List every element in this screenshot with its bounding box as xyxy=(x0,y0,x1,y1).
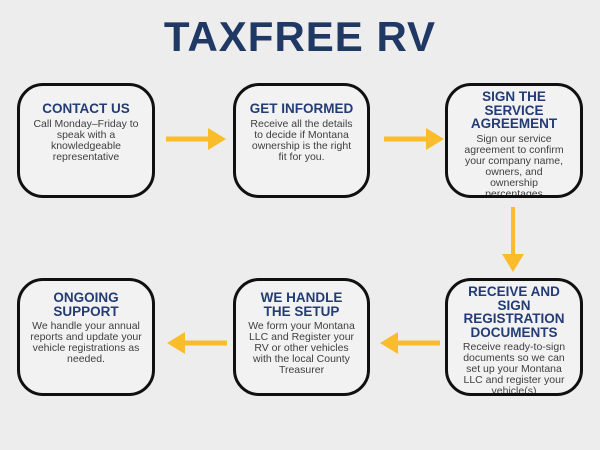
arrow-left-setup-to-support-icon xyxy=(167,332,227,354)
step-box-receive-sign-registration-documents: RECEIVE AND SIGN REGISTRATION DOCUMENTS … xyxy=(445,278,583,396)
arrow-left-documents-to-setup-icon xyxy=(380,332,440,354)
arrow-right-informed-to-agreement-icon xyxy=(384,128,444,150)
step-body-receive-sign-registration-documents: Receive ready-to-sign documents so we ca… xyxy=(462,341,566,396)
step-heading-sign-service-agreement: SIGN THE SERVICE AGREEMENT xyxy=(470,89,558,131)
step-heading-ongoing-support: ONGOING SUPPORT xyxy=(53,290,119,319)
step-box-get-informed: GET INFORMED Receive all the details to … xyxy=(233,83,370,198)
step-body-we-handle-setup: We form your Montana LLC and Register yo… xyxy=(248,320,355,377)
step-body-ongoing-support: We handle your annual reports and update… xyxy=(30,320,142,366)
step-body-contact-us: Call Monday–Friday to speak with a knowl… xyxy=(33,117,139,163)
step-body-get-informed: Receive all the details to decide if Mon… xyxy=(250,117,353,163)
step-box-we-handle-setup: WE HANDLE THE SETUP We form your Montana… xyxy=(233,278,370,396)
step-heading-contact-us: CONTACT US xyxy=(42,101,130,116)
step-box-sign-service-agreement: SIGN THE SERVICE AGREEMENT Sign our serv… xyxy=(445,83,583,198)
page-title: TAXFREE RV xyxy=(163,13,437,60)
step-heading-we-handle-setup: WE HANDLE THE SETUP xyxy=(260,290,343,319)
arrow-right-contact-to-informed-icon xyxy=(166,128,226,150)
step-heading-receive-sign-registration-documents: RECEIVE AND SIGN REGISTRATION DOCUMENTS xyxy=(463,284,565,340)
step-body-sign-service-agreement: Sign our service agreement to confirm yo… xyxy=(464,132,564,198)
arrow-down-agreement-to-documents-icon xyxy=(502,207,524,272)
step-box-ongoing-support: ONGOING SUPPORT We handle your annual re… xyxy=(17,278,155,396)
step-heading-get-informed: GET INFORMED xyxy=(249,101,354,116)
step-box-contact-us: CONTACT US Call Monday–Friday to speak w… xyxy=(17,83,155,198)
